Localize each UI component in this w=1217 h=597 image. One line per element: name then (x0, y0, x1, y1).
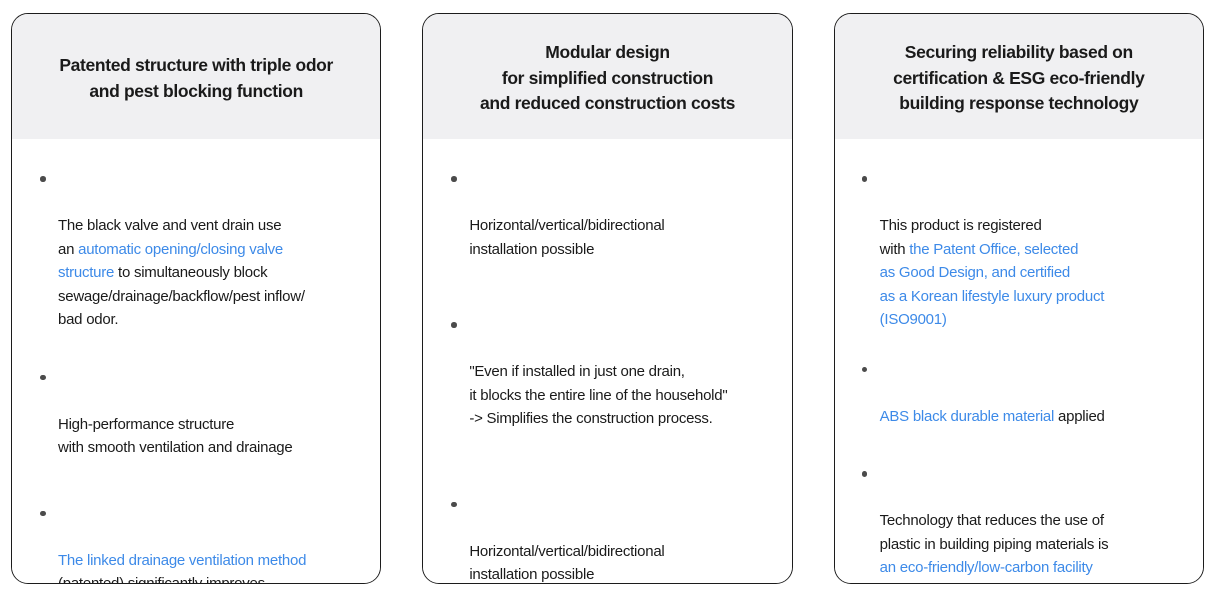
bullet-dot-icon (861, 176, 868, 182)
bullet-text: The linked drainage ventilation method (… (58, 551, 315, 584)
plain-phrase: Technology that reduces the use of plast… (879, 512, 1109, 553)
list-item: The linked drainage ventilation method (… (38, 502, 364, 584)
bullet-text: This product is registered with the Pate… (879, 217, 1105, 329)
highlighted-phrase: The linked drainage ventilation method (58, 551, 307, 569)
bullet-dot-icon (40, 374, 46, 380)
bullet-text: Technology that reduces the use of plast… (879, 512, 1112, 584)
list-item: Horizontal/vertical/bidirectional instal… (449, 493, 775, 584)
list-item: The black valve and vent drain use an au… (38, 167, 364, 332)
highlighted-phrase: the Patent Office, selected as Good Desi… (879, 240, 1105, 329)
feature-card-3: Securing reliability based on certificat… (833, 13, 1204, 584)
card-3-title: Securing reliability based on certificat… (893, 42, 1145, 114)
bullet-dot-icon (861, 366, 868, 372)
highlighted-phrase: automatic opening/closing valve structur… (58, 240, 283, 282)
bullet-text: Horizontal/vertical/bidirectional instal… (469, 217, 664, 258)
bullet-text: The black valve and vent drain use an au… (58, 217, 305, 328)
list-item: "Even if installed in just one drain, it… (449, 313, 775, 431)
feature-card-2: Modular design for simplified constructi… (422, 13, 793, 584)
card-2-body: Horizontal/vertical/bidirectional instal… (423, 139, 792, 584)
bullet-text: "Even if installed in just one drain, it… (469, 363, 727, 427)
card-2-bullet-list: Horizontal/vertical/bidirectional instal… (449, 167, 775, 584)
plain-phrase: This product is registered with (879, 217, 1042, 258)
plain-phrase: Horizontal/vertical/bidirectional instal… (469, 217, 665, 258)
plain-phrase: High-performance structure with smooth v… (58, 415, 293, 457)
plain-phrase: applied (1054, 407, 1105, 425)
bullet-dot-icon (451, 176, 457, 182)
plain-phrase: Horizontal/vertical/bidirectional instal… (469, 542, 665, 584)
plain-phrase: (patented) significantly improves draina… (58, 575, 265, 584)
plain-phrase: The black valve and vent drain use an (58, 217, 282, 258)
card-1-bullet-list: The black valve and vent drain use an au… (38, 167, 364, 584)
bullet-text: ABS black durable material applied (880, 408, 1105, 425)
card-3-body: This product is registered with the Pate… (834, 139, 1203, 584)
list-item: Technology that reduces the use of plast… (860, 462, 1187, 584)
bullet-text: High-performance structure with smooth v… (58, 416, 293, 457)
card-1-body: The black valve and vent drain use an au… (12, 139, 381, 584)
bullet-dot-icon (861, 471, 868, 477)
highlighted-phrase: an eco-friendly/low-carbon facility solu… (879, 559, 1093, 583)
card-3-bullet-list: This product is registered with the Pate… (860, 167, 1187, 584)
list-item: High-performance structure with smooth v… (38, 366, 364, 460)
bullet-dot-icon (451, 501, 457, 507)
bullet-dot-icon (451, 322, 457, 328)
plain-phrase: to simultaneously block sewage/drainage/… (58, 264, 305, 328)
feature-card-1: Patented structure with triple odor and … (11, 13, 382, 584)
bullet-text: Horizontal/vertical/bidirectional instal… (469, 543, 664, 584)
list-item: ABS black durable material applied (860, 358, 1187, 429)
card-3-header: Securing reliability based on certificat… (834, 14, 1203, 139)
plain-phrase: in the field of building facility draina… (880, 583, 1112, 584)
card-2-title: Modular design for simplified constructi… (480, 42, 735, 114)
bullet-dot-icon (40, 176, 46, 182)
card-2-header: Modular design for simplified constructi… (423, 14, 792, 139)
list-item: Horizontal/vertical/bidirectional instal… (449, 167, 775, 261)
card-1-title: Patented structure with triple odor and … (59, 55, 333, 101)
plain-phrase: "Even if installed in just one drain, it… (469, 363, 728, 427)
bullet-dot-icon (40, 510, 46, 516)
card-1-header: Patented structure with triple odor and … (12, 14, 381, 139)
highlighted-phrase: ABS black durable material (879, 407, 1055, 425)
list-item: This product is registered with the Pate… (860, 167, 1187, 332)
